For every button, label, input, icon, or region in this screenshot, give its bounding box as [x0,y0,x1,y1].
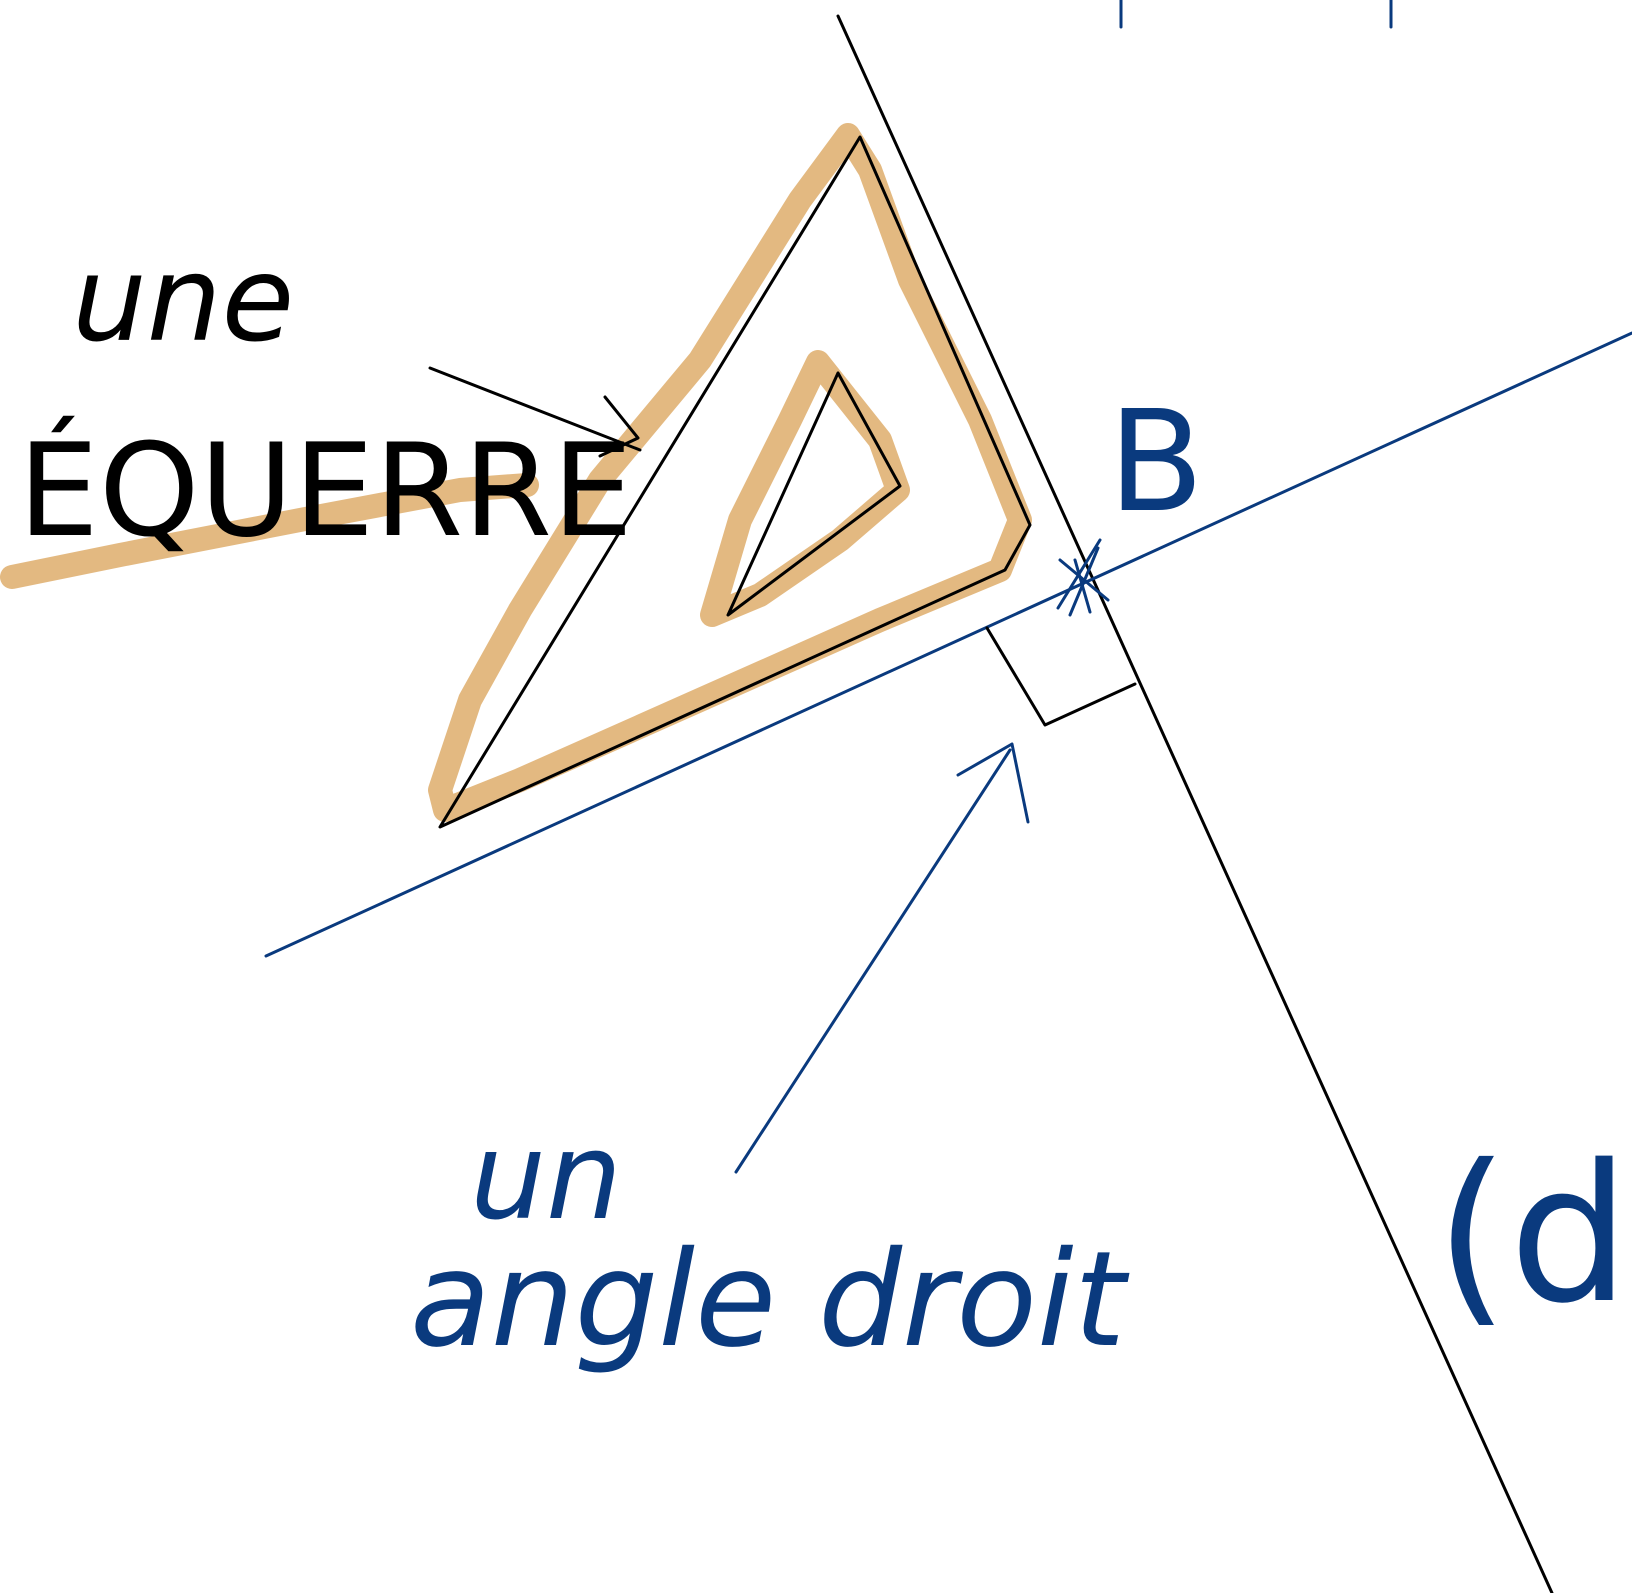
right-angle-mark [985,626,1137,727]
equerre-underline-highlight [0,473,539,589]
line-through-b [264,331,1632,958]
label-un: un [470,1108,622,1247]
line-d4 [836,14,1554,1593]
label-point-b: B [1108,381,1204,544]
label-equerre: ÉQUERRE [18,416,633,566]
label-angle-droit: angle droit [410,1223,1130,1377]
label-une: une [72,230,294,368]
angle-arrow [734,742,1030,1174]
point-b-marker [1056,538,1110,617]
set-square-inner-highlight [700,350,910,627]
set-square-inner [726,371,902,617]
equerre-arrow [428,366,642,458]
label-d4: (d4) [1435,1124,1632,1345]
set-square-outer-highlight [428,123,1032,822]
set-square-outer [438,135,1032,829]
